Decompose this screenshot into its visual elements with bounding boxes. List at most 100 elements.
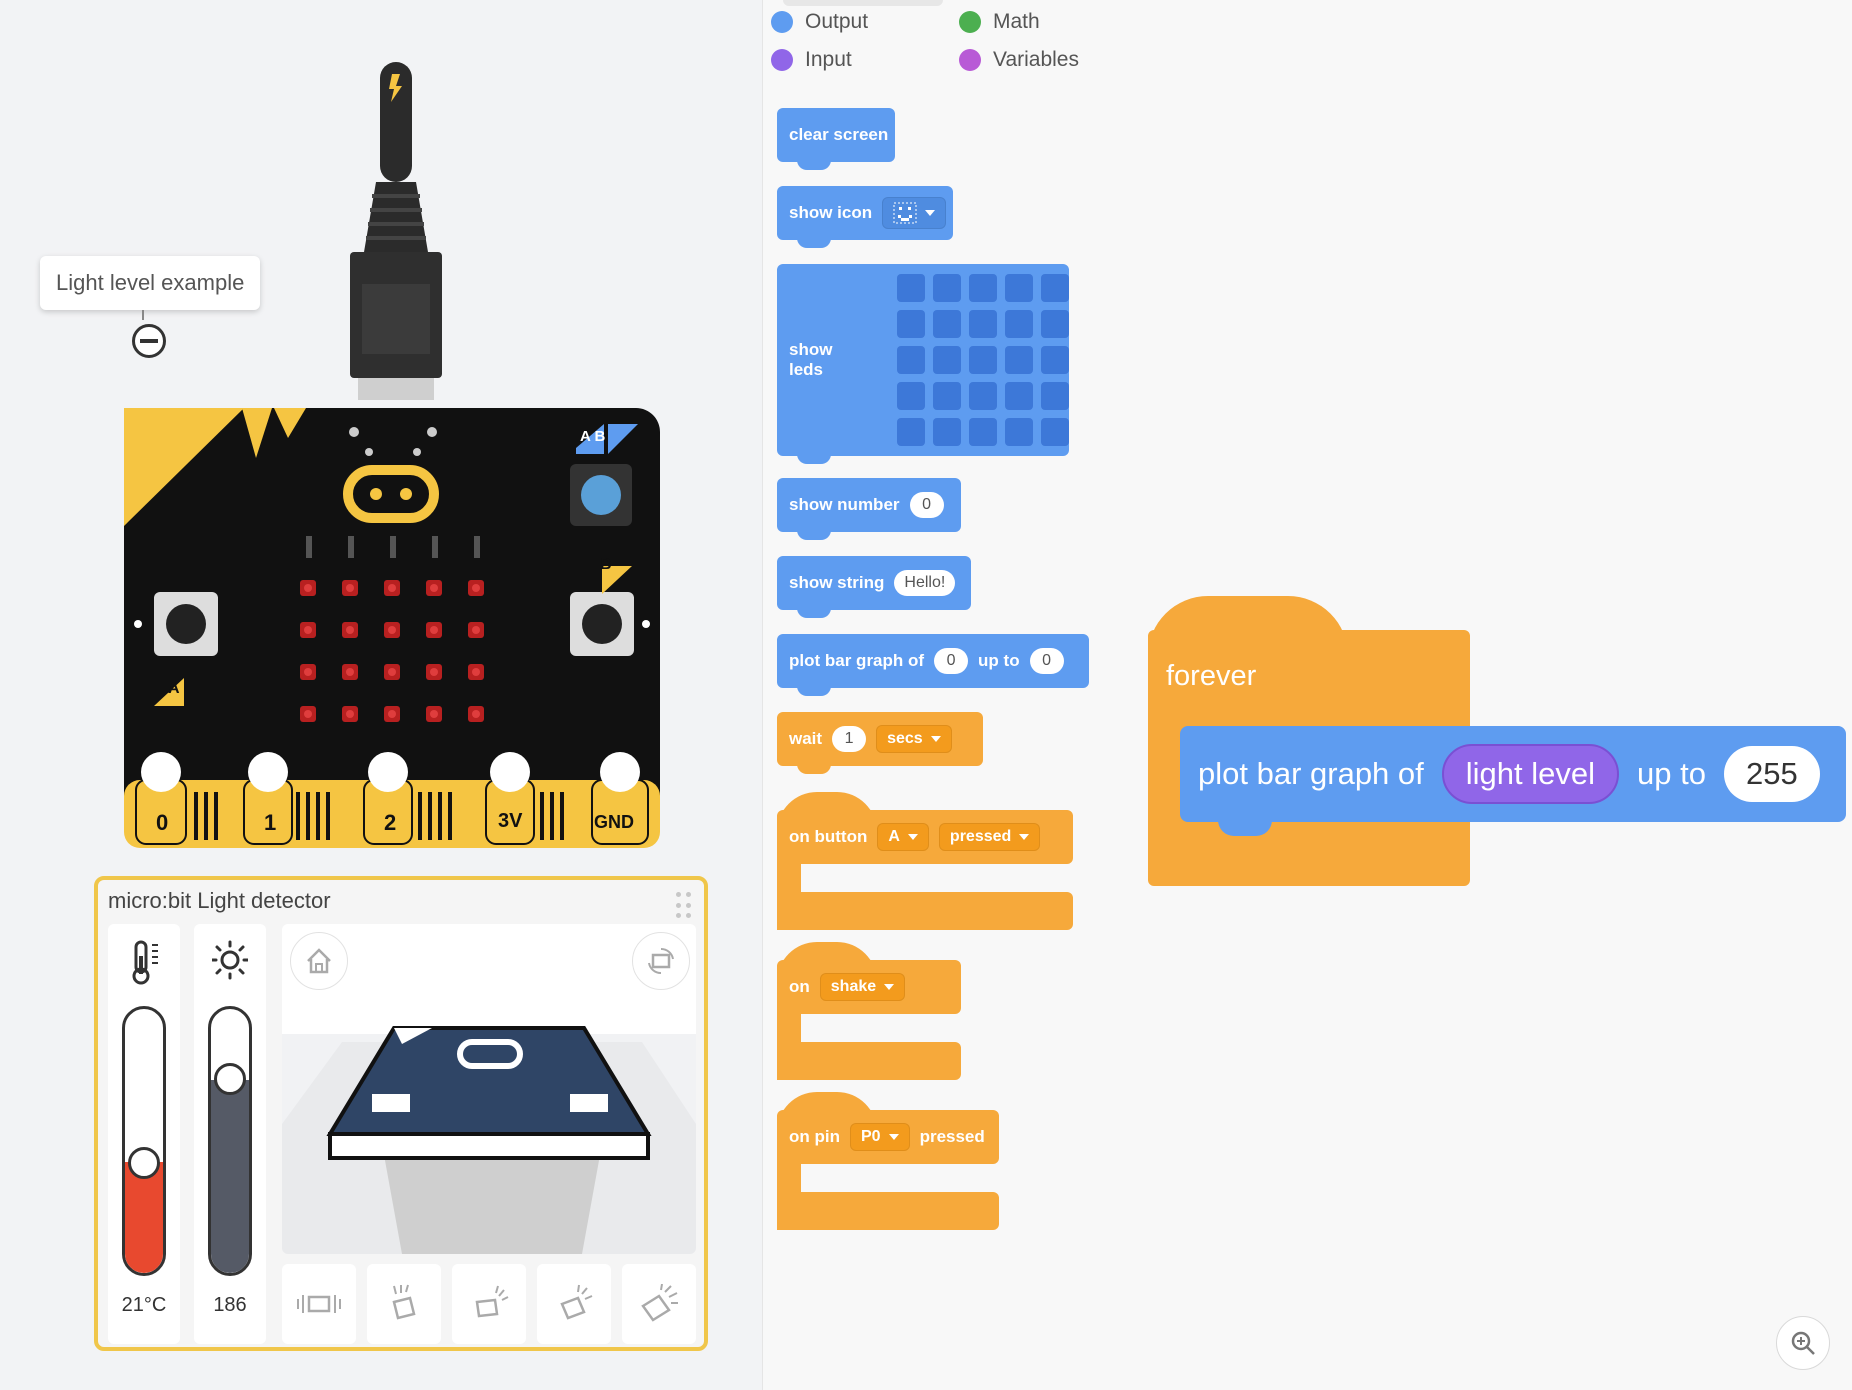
- block-on-gesture[interactable]: on shake: [777, 960, 961, 1014]
- button-b[interactable]: [570, 592, 634, 656]
- temperature-fill: [125, 1162, 163, 1273]
- output-dot-icon: [771, 11, 793, 33]
- pin-value: P0: [860, 1128, 881, 1145]
- on-button-dropdown[interactable]: A: [877, 823, 929, 851]
- pin-label-3v: 3V: [498, 810, 523, 832]
- light-slider-track[interactable]: [208, 1006, 252, 1276]
- led-editor-grid[interactable]: [897, 274, 1069, 446]
- forever-label: forever: [1166, 660, 1257, 692]
- block-on-pin-label: on pin: [789, 1127, 840, 1146]
- workspace-block-notch: [1218, 818, 1272, 836]
- rotate-icon: [648, 947, 674, 975]
- gesture-dropdown[interactable]: shake: [819, 973, 906, 1001]
- shake-icon: [297, 1295, 341, 1313]
- on-shake-bottom: [777, 1042, 961, 1080]
- on-shake-spine: [777, 1014, 801, 1044]
- icon-picker-dropdown[interactable]: [882, 197, 947, 229]
- input-dot-icon: [771, 49, 793, 71]
- light-sensor: 186: [194, 924, 266, 1344]
- block-on-button-label: on button: [789, 827, 868, 846]
- ab-badge-label: A B: [580, 428, 606, 445]
- category-math-label: Math: [993, 10, 1040, 33]
- math-dot-icon: [959, 11, 981, 33]
- block-on-pin[interactable]: on pin P0 pressed: [777, 1110, 999, 1164]
- block-show-leds[interactable]: show leds: [777, 264, 1069, 464]
- microbit-board: [124, 408, 660, 848]
- block-clear-screen-label: clear screen: [789, 125, 889, 144]
- wait-unit-value: secs: [887, 730, 923, 747]
- category-math[interactable]: Math: [959, 10, 1040, 34]
- gesture-impact-button[interactable]: [537, 1264, 611, 1344]
- max-value-input[interactable]: 255: [1723, 746, 1820, 802]
- zoom-in-button[interactable]: [1776, 1316, 1830, 1370]
- button-ab[interactable]: [570, 464, 632, 526]
- gesture-freefall-button[interactable]: [452, 1264, 526, 1344]
- show-string-input[interactable]: Hello!: [894, 570, 956, 596]
- on-pin-spine: [777, 1164, 801, 1194]
- block-show-string[interactable]: show string Hello!: [777, 556, 971, 618]
- on-button-state-dropdown[interactable]: pressed: [938, 823, 1041, 851]
- smiley-icon: [893, 202, 917, 224]
- temperature-slider-handle[interactable]: [128, 1146, 160, 1179]
- move-icon: [641, 1284, 678, 1322]
- board-3d-icon: [282, 1026, 696, 1254]
- block-show-icon-label: show icon: [789, 203, 873, 222]
- category-input[interactable]: Input: [771, 48, 852, 72]
- on-button-spine: [777, 864, 801, 894]
- wait-value-input[interactable]: 1: [832, 726, 867, 752]
- comment-collapse-button[interactable]: [132, 324, 166, 358]
- block-show-number-label: show number: [789, 495, 900, 514]
- category-output[interactable]: Output: [771, 10, 868, 34]
- on-button-bottom: [777, 892, 1073, 930]
- button-a-label: A: [168, 680, 180, 697]
- category-output-label: Output: [805, 10, 869, 33]
- plot-bar-value-input[interactable]: 0: [934, 648, 969, 674]
- toolbox-top-edge: [783, 0, 943, 6]
- sun-icon: [212, 940, 248, 980]
- workspace-plot-label: plot bar graph of: [1198, 756, 1424, 791]
- block-show-leds-label: show leds: [789, 340, 833, 379]
- comment-text: Light level example: [56, 270, 245, 295]
- comment-bubble[interactable]: Light level example: [40, 256, 261, 310]
- temperature-slider-track[interactable]: [122, 1006, 166, 1276]
- block-wait-label: wait: [789, 729, 823, 748]
- rotate-view-button[interactable]: [632, 932, 690, 990]
- comment-tail: [142, 310, 144, 320]
- light-level-reporter[interactable]: light level: [1441, 744, 1620, 804]
- pin-dropdown[interactable]: P0: [849, 1123, 910, 1151]
- gesture-shake-button[interactable]: [282, 1264, 356, 1344]
- plot-bar-max-input[interactable]: 0: [1029, 648, 1064, 674]
- gesture-buttons: [282, 1264, 696, 1344]
- gesture-tilt-button[interactable]: [367, 1264, 441, 1344]
- block-wait[interactable]: wait 1 secs: [777, 712, 983, 774]
- button-a[interactable]: [154, 592, 218, 656]
- gesture-move-button[interactable]: [622, 1264, 696, 1344]
- on-button-value: A: [888, 828, 900, 845]
- block-plot-bar-upto-label: up to: [978, 651, 1020, 670]
- home-button[interactable]: [290, 932, 348, 990]
- category-variables[interactable]: Variables: [959, 48, 1079, 72]
- toolbox: Output Math Input Variables clear screen…: [762, 0, 1144, 1390]
- block-plot-bar-graph[interactable]: plot bar graph of 0 up to 0: [777, 634, 1089, 696]
- light-fill: [211, 1080, 249, 1273]
- workspace-plot-bar-graph-block[interactable]: plot bar graph of light level up to 255: [1180, 726, 1846, 822]
- thermometer-icon: [132, 940, 158, 985]
- panel-title: micro:bit Light detector: [108, 888, 331, 913]
- pin-label-1: 1: [264, 810, 277, 835]
- light-slider-handle[interactable]: [214, 1062, 246, 1095]
- tilt-icon: [392, 1284, 416, 1320]
- block-on-button[interactable]: on button A pressed: [777, 810, 1073, 864]
- usb-cable-icon: [350, 62, 442, 400]
- freefall-icon: [475, 1285, 509, 1318]
- block-show-icon[interactable]: show icon: [777, 186, 953, 248]
- board-3d-view[interactable]: [282, 924, 696, 1254]
- drag-handle-icon[interactable]: [676, 892, 692, 920]
- button-b-label: B: [600, 556, 612, 573]
- block-clear-screen[interactable]: clear screen: [777, 108, 895, 170]
- show-number-input[interactable]: 0: [909, 492, 944, 518]
- block-show-number[interactable]: show number 0: [777, 478, 961, 540]
- workspace-upto-label: up to: [1637, 756, 1706, 791]
- home-icon: [307, 948, 331, 974]
- wait-unit-dropdown[interactable]: secs: [876, 725, 952, 753]
- temperature-sensor: 21°C: [108, 924, 180, 1344]
